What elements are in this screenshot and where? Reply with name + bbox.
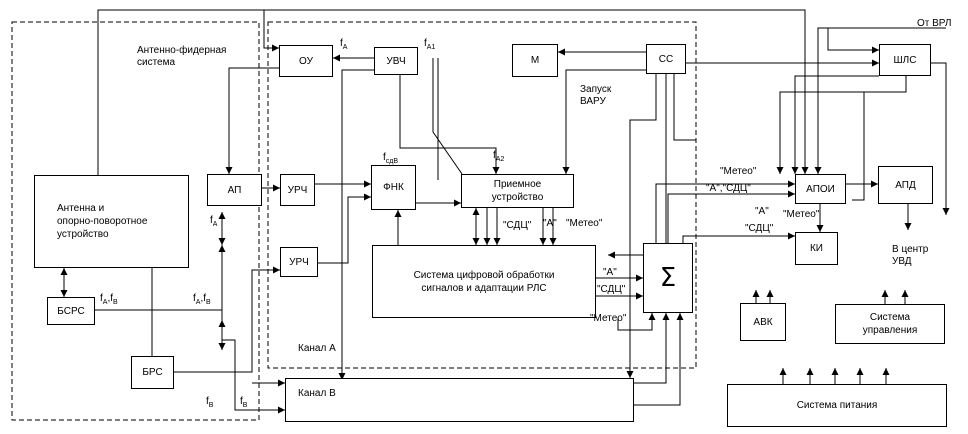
freq-fa1: fA1 bbox=[424, 38, 436, 51]
from-vrl-label: От ВРЛ bbox=[917, 18, 952, 29]
uvch-block: УВЧ bbox=[374, 47, 418, 75]
sdc-dsp-label: "СДЦ" bbox=[597, 284, 626, 295]
freq-fa2: fA2 bbox=[493, 150, 505, 163]
freq-fa-ap: fA bbox=[210, 215, 218, 228]
dsp-block: Система цифровой обработки сигналов и ад… bbox=[372, 245, 596, 318]
m-block: М bbox=[512, 44, 558, 77]
ap-block: АП bbox=[207, 174, 262, 206]
a-ki-label: "А" bbox=[755, 206, 769, 217]
afs-boundary bbox=[11, 21, 260, 421]
freq-fa-ou: fA bbox=[340, 38, 348, 51]
sdc-rx-label: "СДЦ" bbox=[503, 220, 532, 231]
avk-block: АВК bbox=[740, 303, 786, 341]
sigma-block: Σ bbox=[643, 243, 693, 313]
a-dsp-label: "А" bbox=[603, 267, 617, 278]
sdc-ki-label: "СДЦ" bbox=[745, 223, 774, 234]
channel-a-label: Канал А bbox=[298, 343, 336, 354]
ki-block: КИ bbox=[795, 232, 838, 265]
freq-fa-fb-ap: fA,fВ bbox=[193, 293, 211, 306]
channel-a-boundary bbox=[267, 21, 697, 369]
fnk-block: ФНК bbox=[371, 165, 416, 210]
meteo-dsp-label: "Метео" bbox=[590, 313, 627, 324]
meteo-top-label: "Метео" bbox=[720, 166, 757, 177]
afs-title: Антенно-фидерная система bbox=[137, 45, 227, 68]
receiver-block: Приемное устройство bbox=[461, 174, 574, 208]
power-system-block: Система питания bbox=[727, 384, 947, 427]
meteo-rx-label: "Метео" bbox=[566, 218, 603, 229]
apd-block: АПД bbox=[878, 166, 933, 204]
ss-block: СС bbox=[646, 44, 686, 74]
freq-fsdb: fсдВ bbox=[383, 152, 399, 165]
freq-fb-right: fВ bbox=[240, 396, 248, 409]
a-sdc-top-label: "А","СДЦ" bbox=[706, 183, 751, 194]
varu-label: Запуск ВАРУ bbox=[580, 84, 612, 107]
urch-2-block: УРЧ bbox=[280, 247, 318, 277]
brs-block: БРС bbox=[131, 356, 174, 389]
freq-fa-fb-bsrs: fA,fВ bbox=[100, 293, 118, 306]
to-uvd-label: В центр УВД bbox=[892, 244, 929, 267]
apoi-block: АПОИ bbox=[795, 174, 846, 204]
bsrs-block: БСРС bbox=[47, 297, 95, 325]
urch-1-block: УРЧ bbox=[280, 174, 315, 206]
ou-block: ОУ bbox=[279, 45, 333, 77]
a-rx-label: "А" bbox=[543, 218, 557, 229]
antenna-block: Антенна и опорно-поворотное устройство bbox=[34, 175, 189, 268]
control-system-block: Система управления bbox=[835, 304, 945, 344]
channel-b-block: Канал В bbox=[285, 378, 634, 422]
freq-fb-left: fВ bbox=[206, 396, 214, 409]
meteo-ki-label: "Метео" bbox=[783, 209, 820, 220]
shls-block: ШЛС bbox=[879, 44, 931, 76]
